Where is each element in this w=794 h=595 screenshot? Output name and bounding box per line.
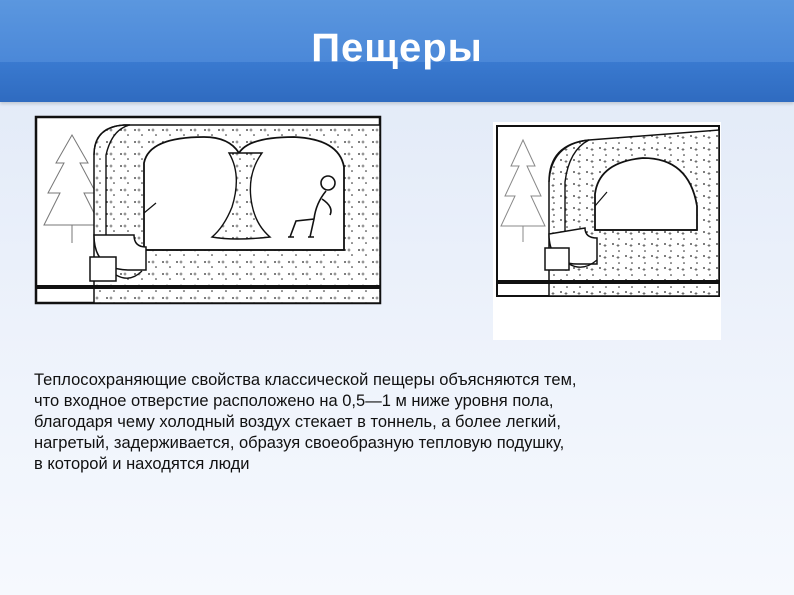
cave-illustration-with-person bbox=[34, 115, 382, 305]
cave-illustration-empty bbox=[493, 122, 721, 340]
body-line: Теплосохраняющие свойства классической п… bbox=[34, 371, 577, 389]
body-line: в которой и находятся люди bbox=[34, 455, 250, 473]
body-text: Теплосохраняющие свойства классической п… bbox=[34, 370, 754, 475]
title-band bbox=[0, 0, 794, 62]
body-line: что входное отверстие расположено на 0,5… bbox=[34, 392, 554, 410]
person-figure bbox=[288, 175, 336, 238]
body-line: благодаря чему холодный воздух стекает в… bbox=[34, 413, 561, 431]
tree-icon bbox=[500, 138, 546, 242]
slide-title: Пещеры bbox=[311, 26, 483, 70]
tree-icon bbox=[43, 133, 101, 243]
title-bar: Пещеры bbox=[0, 0, 794, 102]
body-line: нагретый, задерживается, образуя своеобр… bbox=[34, 434, 565, 452]
